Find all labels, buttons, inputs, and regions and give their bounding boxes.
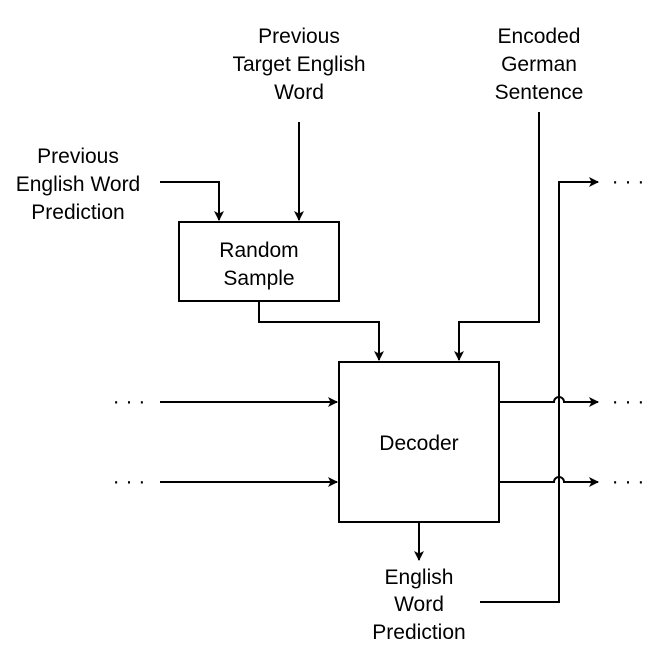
random-sample-label-line2: Sample	[223, 267, 294, 290]
encoded-to-decoder-arrow	[454, 112, 540, 361]
prediction-feedback-arrow	[480, 177, 599, 603]
encoded-label-line2: German	[501, 53, 577, 76]
prev-prediction-to-sample-arrow	[160, 181, 224, 221]
english-prediction-label-line2: Word	[394, 593, 444, 616]
ellipsis-right-bottom: · · ·	[612, 470, 645, 493]
prev-target-label-line1: Previous	[258, 25, 340, 48]
encoded-label-line3: Sentence	[495, 81, 584, 104]
random-sample-label-line1: Random	[219, 239, 298, 262]
decoder-output-top-arrow	[499, 396, 599, 407]
prev-target-label-line2: Target English	[232, 53, 365, 76]
sample-to-decoder-arrow	[258, 301, 384, 361]
ellipsis-left-bottom: · · ·	[113, 470, 146, 493]
ellipsis-right-middle: · · ·	[612, 390, 645, 413]
random-sample-box	[178, 221, 340, 302]
ellipsis-right-top: · · ·	[612, 170, 645, 193]
encoded-label-line1: Encoded	[498, 25, 581, 48]
prev-prediction-label-line1: Previous	[37, 145, 119, 168]
english-prediction-label-line1: English	[385, 566, 454, 589]
ellipsis-left-top: · · ·	[113, 390, 146, 413]
decoder-label: Decoder	[379, 432, 458, 455]
decoder-output-bottom-arrow	[499, 476, 599, 487]
decoder-box	[338, 361, 500, 523]
prev-target-label-line3: Word	[274, 81, 324, 104]
prev-prediction-label-line2: English Word	[16, 173, 141, 196]
prev-prediction-label-line3: Prediction	[31, 201, 124, 224]
english-prediction-label-line3: Prediction	[372, 621, 465, 644]
